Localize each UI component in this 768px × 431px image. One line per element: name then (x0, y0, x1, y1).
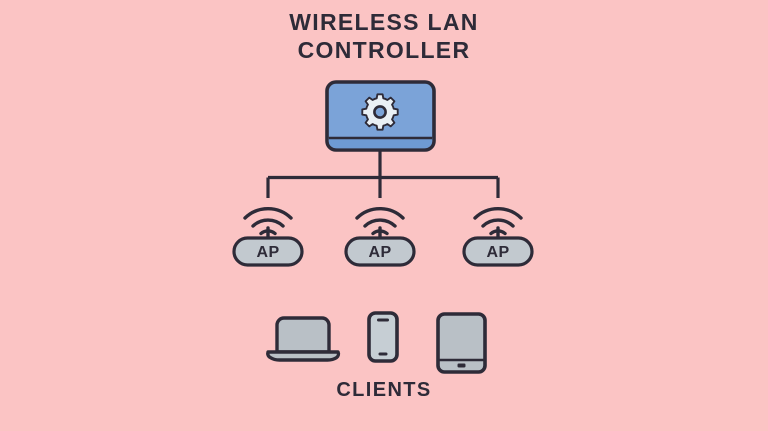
phone-home-indicator (378, 352, 388, 356)
page-title-line-2: CONTROLLER (297, 37, 471, 63)
ap-label-3: AP (486, 244, 509, 261)
ap-label-2: AP (368, 244, 391, 261)
smartphone-icon[interactable] (367, 311, 399, 363)
access-point-3[interactable]: AP (462, 207, 534, 267)
wifi-arc-middle (363, 218, 397, 228)
wifi-arc-outer (473, 207, 523, 220)
laptop-base (266, 350, 341, 362)
ap-pill-2[interactable] (344, 236, 416, 267)
wifi-arc-middle (481, 218, 515, 228)
wifi-signal-icon (355, 207, 405, 242)
wireless-lan-controller-node[interactable] (325, 80, 436, 152)
ap-pill-3[interactable] (462, 236, 534, 267)
wifi-arc-outer (243, 207, 293, 220)
tablet-body[interactable] (436, 312, 487, 374)
gear-center-hole (373, 105, 387, 119)
tablet-home-button (457, 363, 466, 368)
phone-speaker-slit (377, 318, 389, 322)
tablet-icon[interactable] (436, 312, 487, 374)
clients-label: CLIENTS (336, 379, 432, 401)
ap-pill-1[interactable] (232, 236, 304, 267)
phone-body[interactable] (367, 311, 399, 363)
controller-base-strip (328, 138, 433, 149)
wifi-signal-icon (473, 207, 523, 242)
access-point-1[interactable]: AP (232, 207, 304, 267)
wifi-signal-icon (243, 207, 293, 242)
laptop-icon[interactable] (266, 316, 341, 362)
ap-label-1: AP (256, 244, 279, 261)
access-point-2[interactable]: AP (344, 207, 416, 267)
wifi-arc-middle (251, 218, 285, 228)
page-title-line-1: WIRELESS LAN (289, 9, 479, 35)
page-title: WIRELESS LAN CONTROLLER (0, 8, 768, 64)
connector-lines (266, 150, 500, 198)
laptop-screen[interactable] (275, 316, 331, 354)
gear-icon (361, 93, 399, 131)
wifi-arc-outer (355, 207, 405, 220)
